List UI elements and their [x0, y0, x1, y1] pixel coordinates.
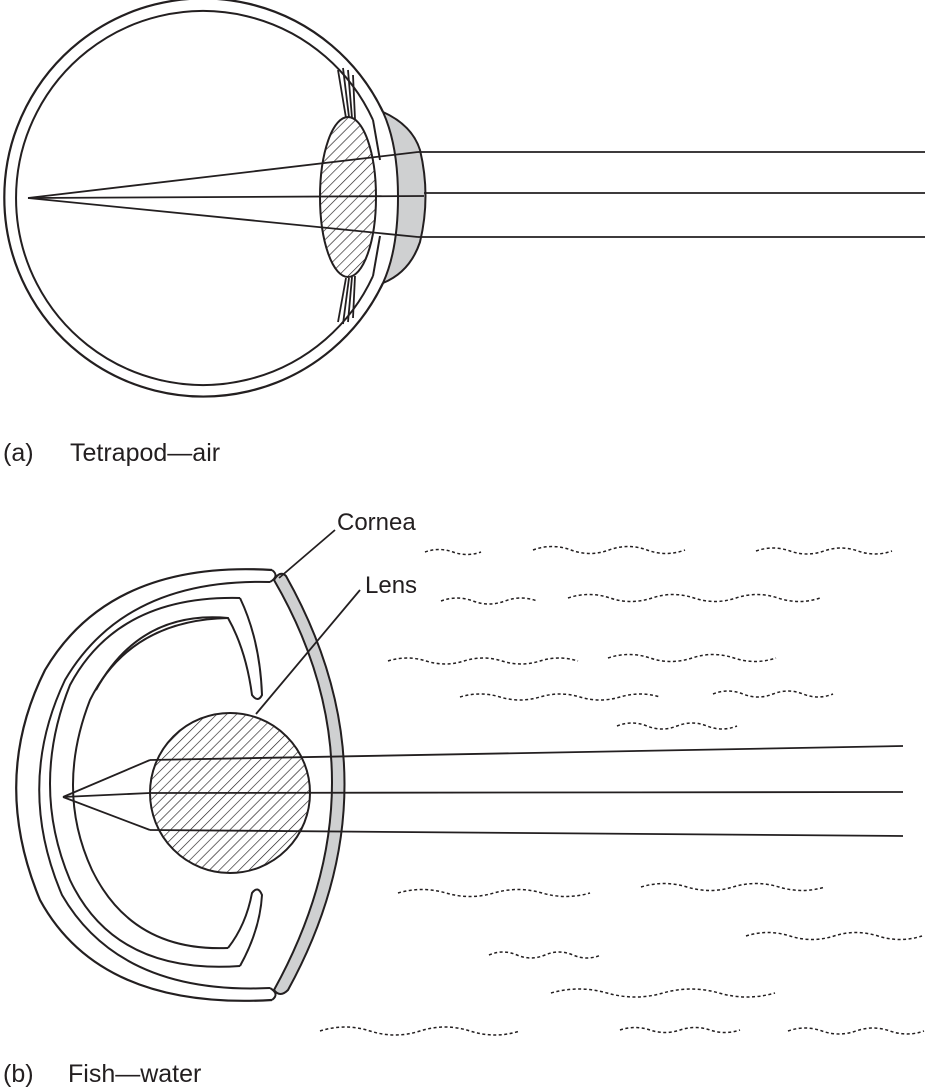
- lens-leader-line: [255, 589, 361, 715]
- fish-ray-top: [149, 745, 904, 761]
- tetrapod-suspensory-fibers-upper: [337, 67, 356, 120]
- water-ripple: [607, 653, 777, 663]
- water-ripple: [319, 1026, 521, 1036]
- lens-label: Lens: [365, 572, 417, 599]
- water-ripple: [619, 1026, 741, 1034]
- fish-ray-bottom: [149, 829, 904, 837]
- water-ripple: [787, 1027, 925, 1035]
- panel-a-letter: (a): [3, 439, 34, 467]
- fish-eyeball-outer-wall: [15, 568, 273, 1002]
- water-ripple: [397, 888, 591, 898]
- water-ripple: [550, 988, 776, 998]
- tetrapod-iris-upper: [372, 119, 381, 161]
- water-ripple: [387, 657, 579, 665]
- tetrapod-eye: [3, 0, 925, 398]
- water-ripple: [745, 931, 923, 941]
- fish-eye: [15, 529, 904, 1002]
- water-ripple: [532, 545, 686, 555]
- water-ripple: [712, 690, 834, 698]
- water-ripple: [755, 547, 893, 555]
- panel-b-caption: Fish—water: [68, 1060, 201, 1088]
- fish-retina-upper-hook: [95, 597, 264, 700]
- cornea-label: Cornea: [337, 509, 416, 536]
- tetrapod-eyeball-inner-wall: [15, 10, 374, 386]
- water-ripple: [459, 693, 661, 701]
- tetrapod-eyeball-outer-wall: [3, 0, 384, 398]
- fish-light-rays: [62, 745, 904, 837]
- tetrapod-light-rays: [27, 151, 925, 238]
- fish-cornea: [272, 572, 346, 995]
- water-ripple: [616, 722, 738, 730]
- tetrapod-suspensory-fibers-lower: [337, 275, 356, 325]
- fish-retina-inner-wall: [72, 617, 229, 950]
- fish-eyeball-middle-wall: [38, 580, 271, 990]
- cornea-leader-line: [278, 529, 336, 579]
- fish-retina-wall: [49, 596, 241, 968]
- water-ripple: [440, 597, 538, 605]
- tetrapod-cornea: [380, 110, 427, 285]
- panel-a-caption: Tetrapod—air: [70, 439, 220, 467]
- fish-retina-lower-hook: [227, 888, 264, 967]
- water-ripple: [424, 548, 482, 556]
- fish-ray-middle: [149, 791, 904, 794]
- water-ripple: [567, 593, 821, 603]
- water-ripples: [319, 545, 925, 1036]
- panel-b-letter: (b): [3, 1060, 34, 1088]
- tetrapod-iris-lower: [372, 235, 381, 277]
- water-ripple: [640, 882, 826, 892]
- water-ripple: [488, 951, 602, 959]
